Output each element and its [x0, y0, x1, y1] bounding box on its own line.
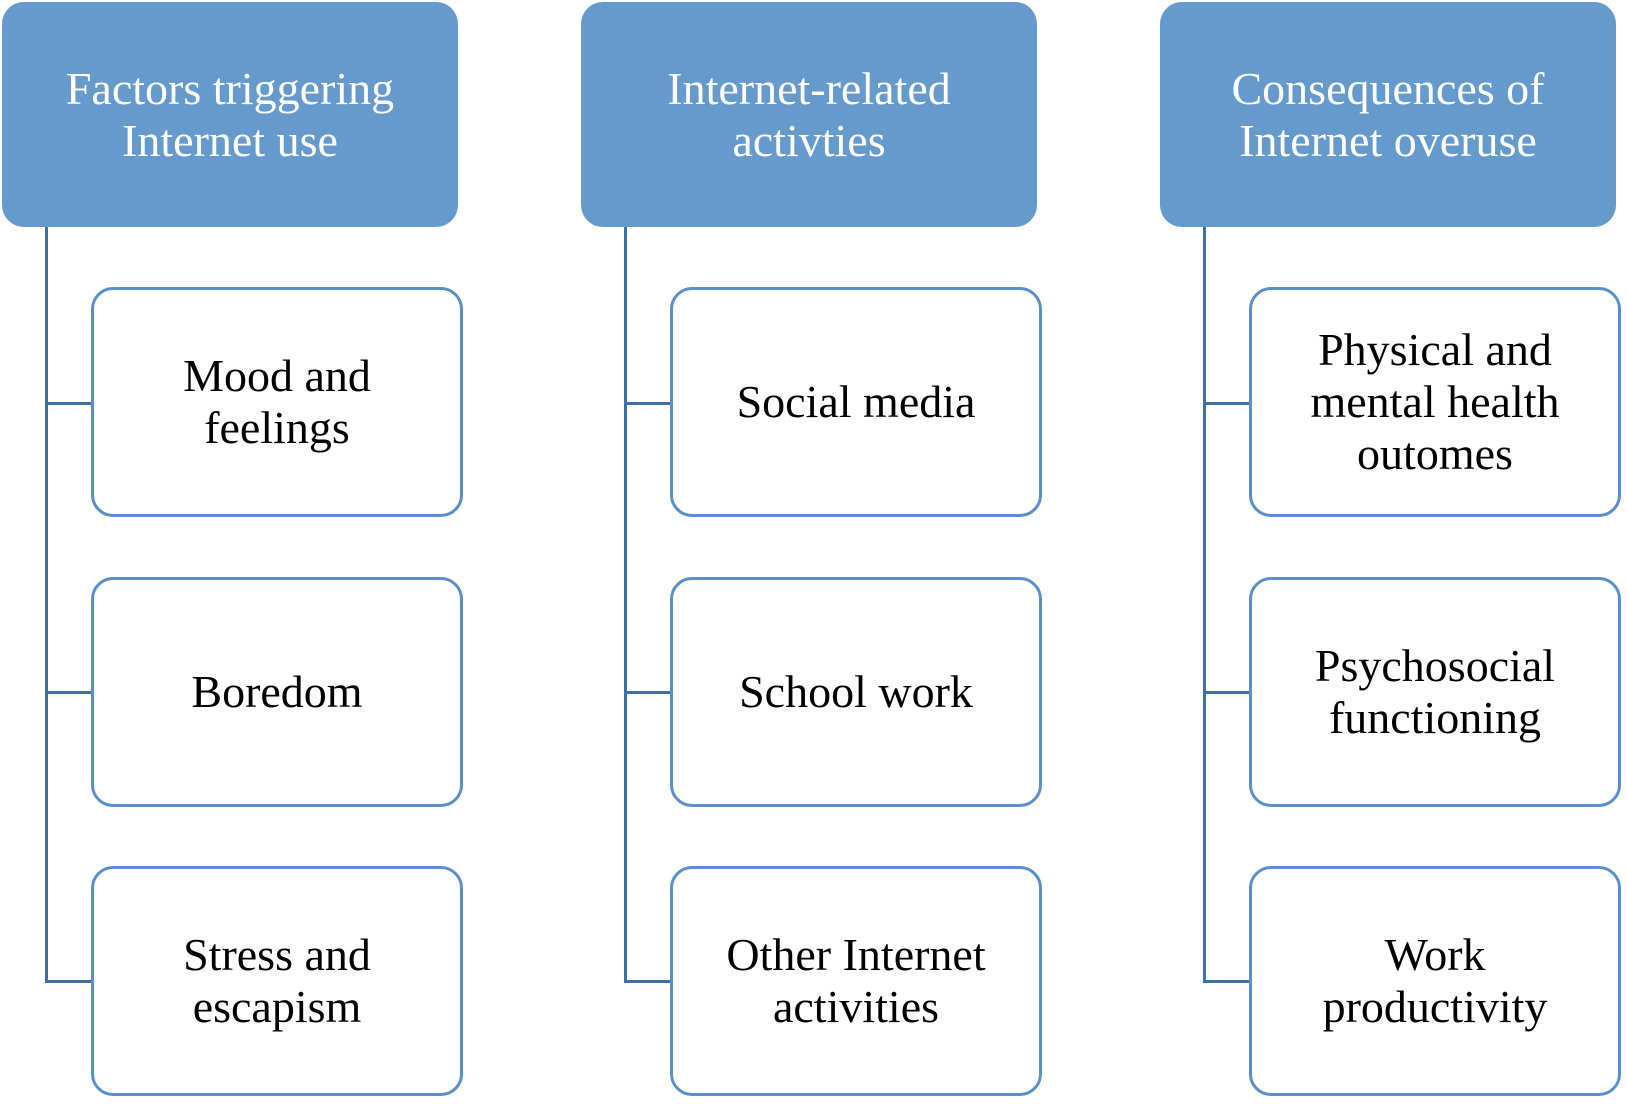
- connector-line: [624, 227, 627, 983]
- item-box: Physical and mental health outomes: [1249, 287, 1621, 517]
- connector-tie: [45, 402, 93, 405]
- column-consequences: Consequences of Internet overuse Physica…: [1160, 0, 1627, 1104]
- connector-tie: [624, 402, 672, 405]
- item-box: Mood and feelings: [91, 287, 463, 517]
- connector-tie: [45, 691, 93, 694]
- connector-tie: [1203, 980, 1251, 983]
- connector-tie: [45, 980, 93, 983]
- header-box: Factors triggering Internet use: [2, 2, 458, 227]
- column-activities: Internet-related activties Social media …: [581, 0, 1161, 1104]
- connector-tie: [1203, 402, 1251, 405]
- header-box: Internet-related activties: [581, 2, 1037, 227]
- item-box: Social media: [670, 287, 1042, 517]
- item-box: Boredom: [91, 577, 463, 807]
- item-box: Psychosocial functioning: [1249, 577, 1621, 807]
- connector-line: [45, 227, 48, 983]
- item-box: Stress and escapism: [91, 866, 463, 1096]
- connector-tie: [624, 691, 672, 694]
- connector-tie: [624, 980, 672, 983]
- item-box: Other Internet activities: [670, 866, 1042, 1096]
- column-triggers: Factors triggering Internet use Mood and…: [2, 0, 582, 1104]
- item-box: School work: [670, 577, 1042, 807]
- header-box: Consequences of Internet overuse: [1160, 2, 1616, 227]
- item-box: Work productivity: [1249, 866, 1621, 1096]
- connector-tie: [1203, 691, 1251, 694]
- connector-line: [1203, 227, 1206, 983]
